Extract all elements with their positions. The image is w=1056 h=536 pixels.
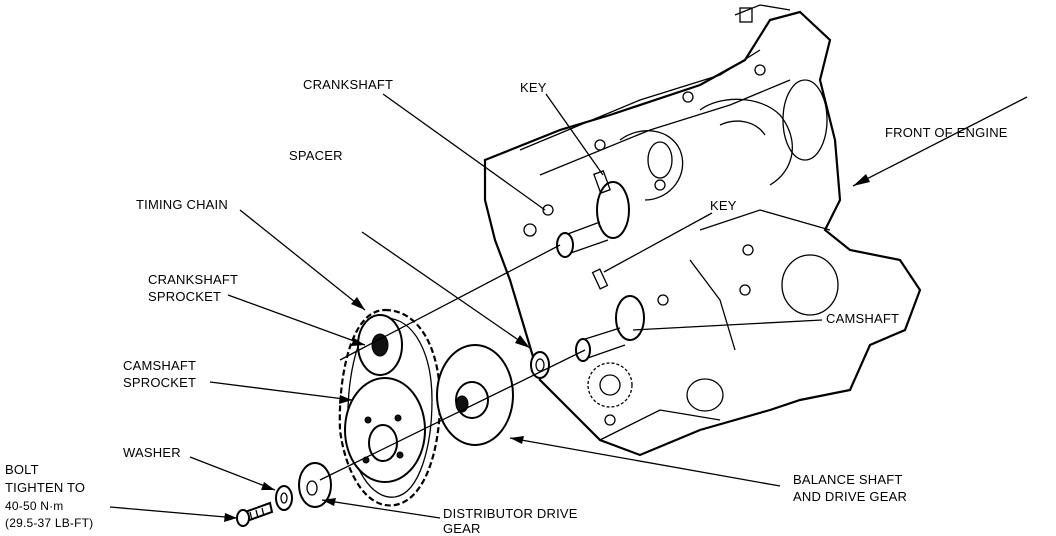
label-spacer: SPACER [289, 148, 343, 163]
label-washer: WASHER [123, 445, 181, 460]
label-crankshaft-sprocket-line2: SPROCKET [148, 289, 221, 304]
engine-block [483, 4, 922, 457]
leader-lines [109, 93, 1028, 522]
label-camshaft: CAMSHAFT [826, 311, 899, 326]
crankshaft-sprocket [357, 314, 403, 376]
camshaft-sprocket [344, 377, 426, 483]
balance-shaft-drive-gear [436, 344, 514, 446]
label-bolt-line3: 40-50 N·m [5, 499, 63, 513]
label-camshaft-sprocket-line2: SPROCKET [123, 375, 196, 390]
spacer [530, 351, 550, 379]
washer [275, 485, 293, 511]
label-bolt-line2: TIGHTEN TO [5, 480, 85, 495]
label-camshaft-sprocket-line1: CAMSHAFT [123, 358, 196, 373]
label-crankshaft: CRANKSHAFT [303, 77, 393, 92]
assembly-centerlines [319, 244, 586, 481]
label-bolt-line4: (29.5-37 LB-FT) [5, 516, 93, 530]
timing-chain [338, 308, 442, 507]
label-front-of-engine: FRONT OF ENGINE [885, 125, 1008, 140]
bolt [236, 501, 274, 527]
label-key-mid: KEY [710, 198, 737, 213]
label-balance-shaft-line1: BALANCE SHAFT [793, 472, 903, 487]
label-crankshaft-sprocket-line1: CRANKSHAFT [148, 272, 238, 287]
label-timing-chain: TIMING CHAIN [136, 197, 228, 212]
label-distributor-drive-gear-line2: GEAR [443, 521, 481, 536]
label-balance-shaft-line2: AND DRIVE GEAR [793, 489, 907, 504]
distributor-drive-gear [298, 462, 332, 508]
label-key-top: KEY [520, 80, 547, 95]
label-bolt-line1: BOLT [5, 462, 39, 477]
label-distributor-drive-gear-line1: DISTRIBUTOR DRIVE [443, 506, 578, 521]
